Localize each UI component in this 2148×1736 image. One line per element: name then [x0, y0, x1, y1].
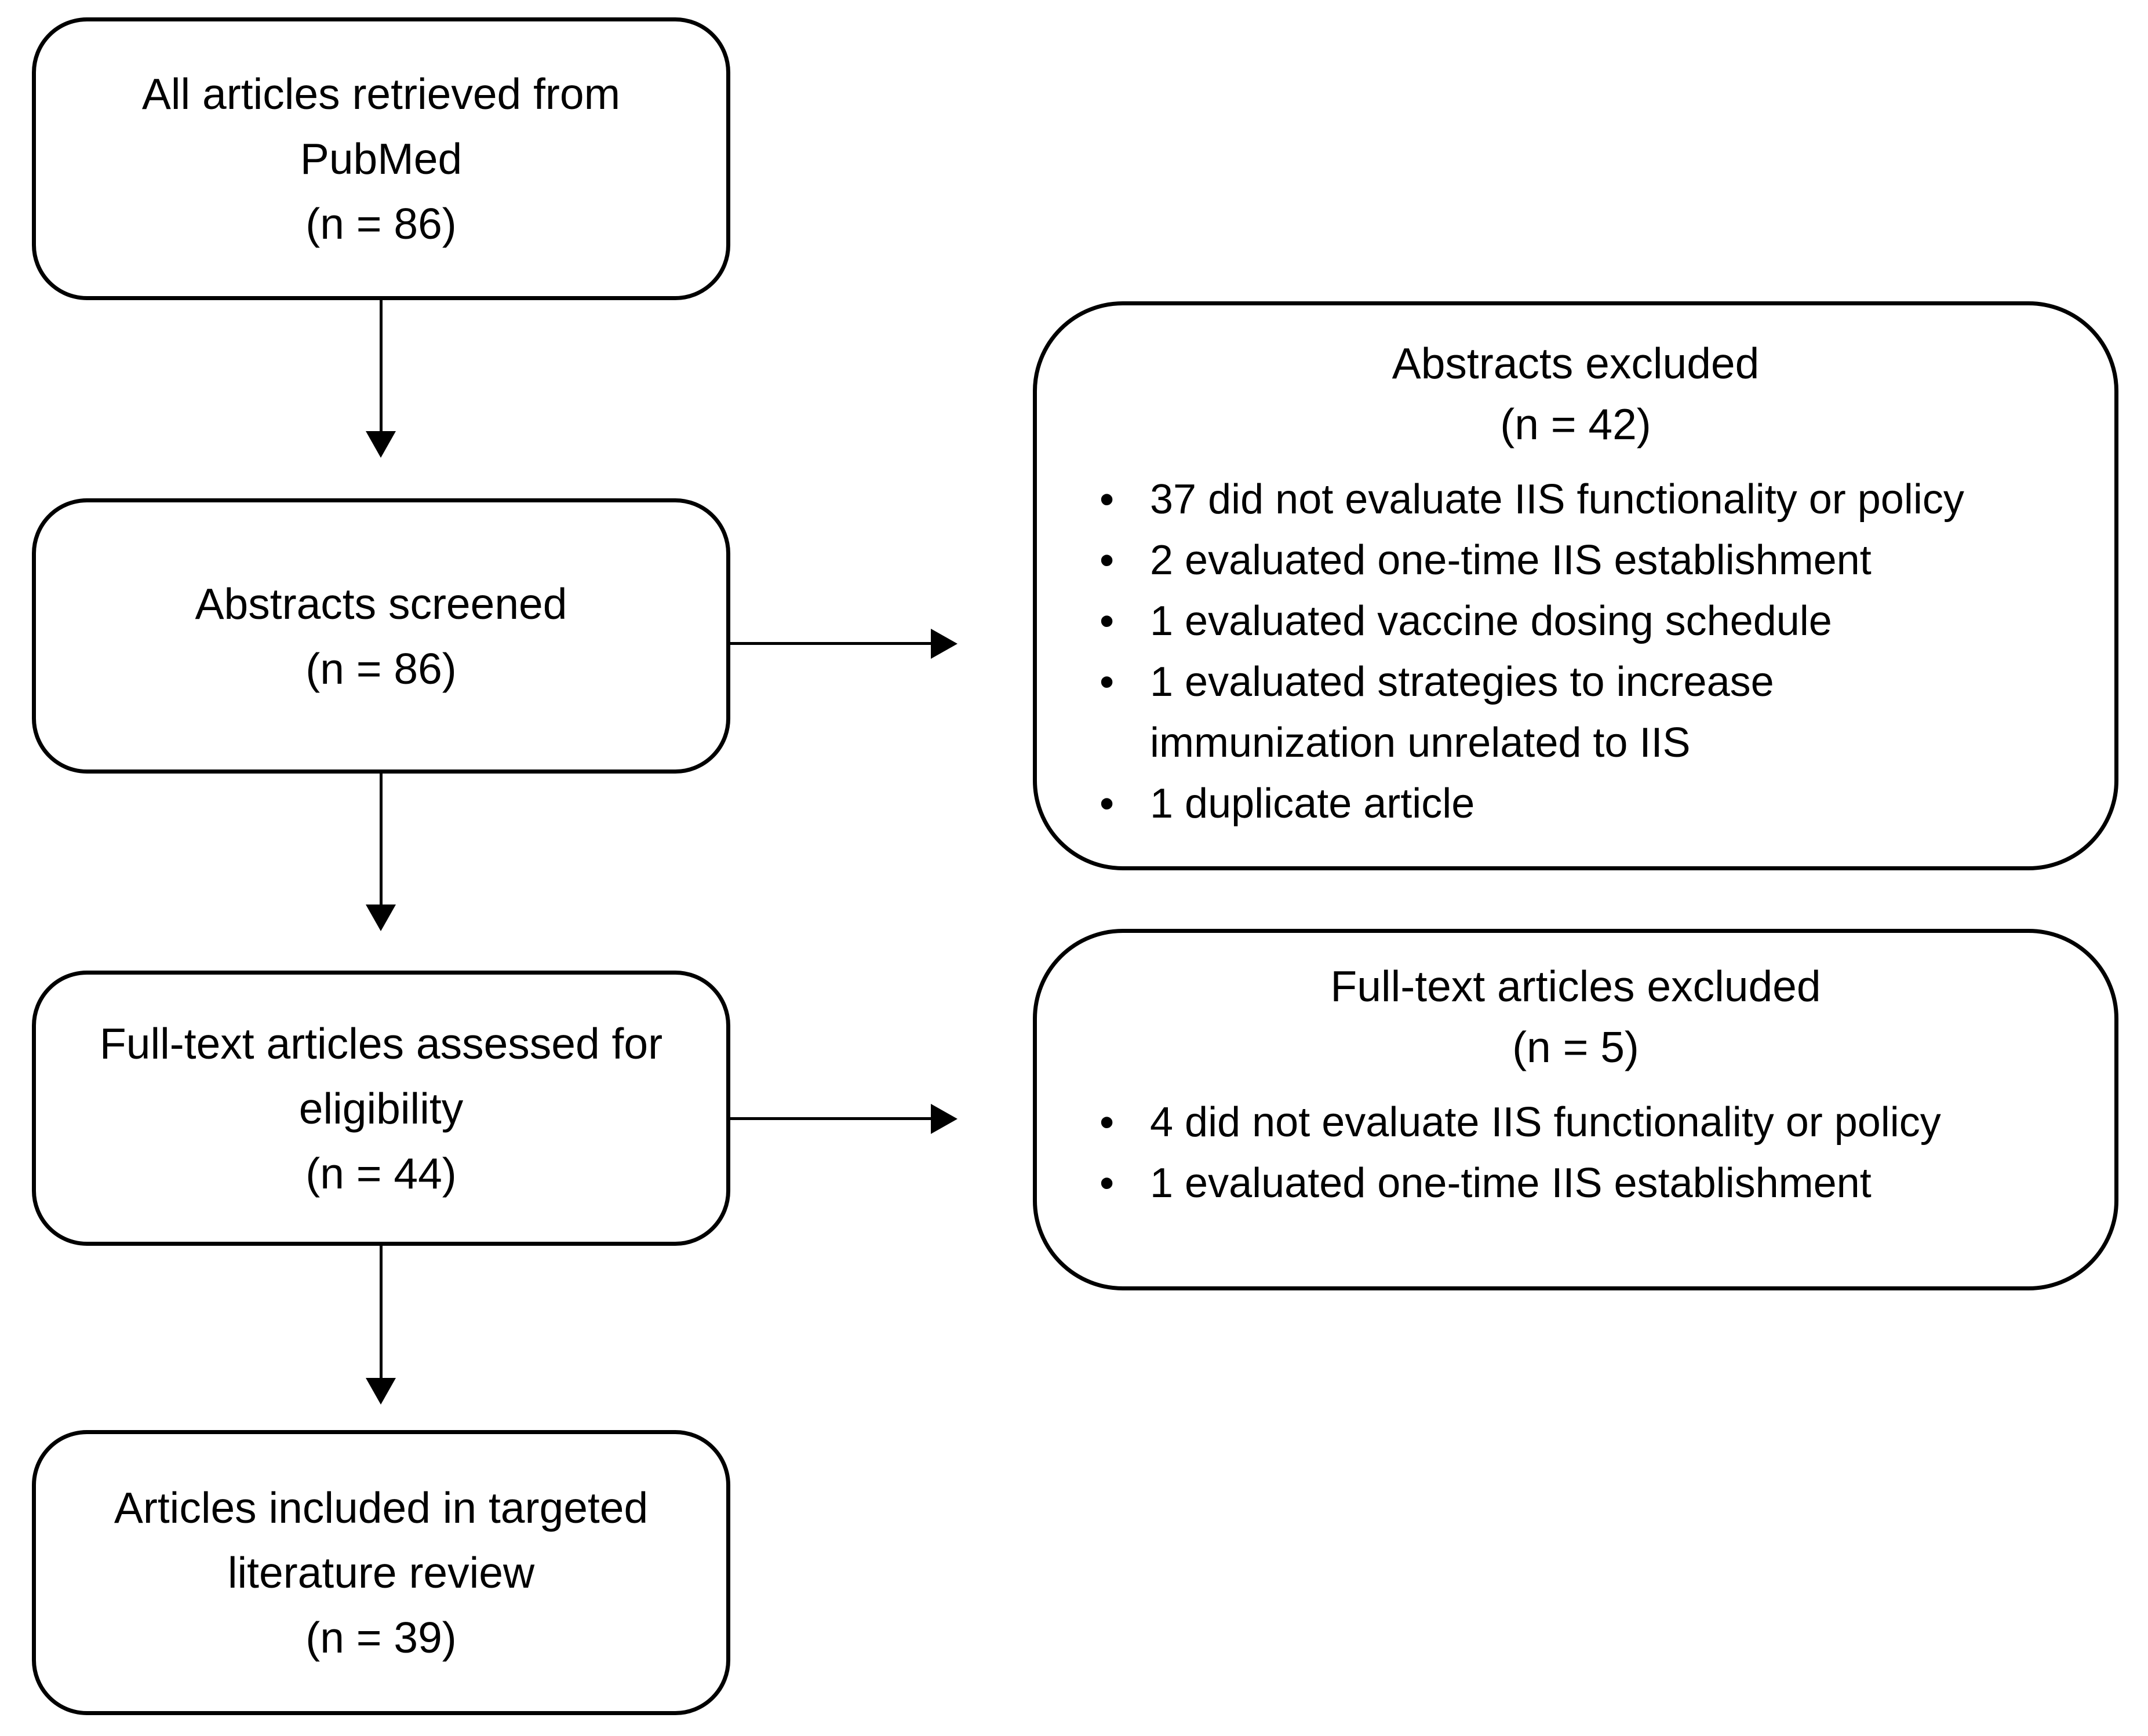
exclusion-reason-list: 37 did not evaluate IIS functionality or… — [1037, 469, 2114, 834]
bullet-text: 1 evaluated strategies to increase — [1150, 659, 1774, 705]
flow-box-count: (n = 86) — [305, 644, 457, 693]
bullet-text: 2 evaluated one-time IIS establishment — [1150, 537, 1872, 583]
exclusion-box-fulltext-excluded: Full-text articles excluded (n = 5) 4 di… — [1033, 929, 2118, 1290]
bullet-text-wrapped: immunization unrelated to IIS — [1150, 720, 1691, 766]
flow-box-text-line: literature review — [227, 1548, 535, 1597]
down-arrow-line — [380, 774, 383, 906]
flow-box-text-line: PubMed — [300, 134, 463, 183]
exclusion-box-count: (n = 5) — [1512, 1023, 1639, 1071]
exclusion-box-title: Full-text articles excluded — [1330, 962, 1821, 1011]
flow-box-abstracts-screened: Abstracts screened (n = 86) — [32, 498, 730, 774]
exclusion-box-abstracts-excluded: Abstracts excluded (n = 42) 37 did not e… — [1033, 301, 2118, 870]
right-arrow-head — [931, 629, 958, 659]
bullet-text: 1 duplicate article — [1150, 781, 1475, 827]
bullet-item: 1 evaluated one-time IIS establishment — [1037, 1153, 2114, 1214]
bullet-item: 37 did not evaluate IIS functionality or… — [1037, 469, 2114, 530]
down-arrow-head — [366, 905, 396, 931]
flow-box-text-line: Abstracts screened — [195, 579, 567, 628]
bullet-text: 1 evaluated one-time IIS establishment — [1150, 1160, 1872, 1206]
bullet-item: 1 duplicate article — [1037, 774, 2114, 834]
bullet-item: 2 evaluated one-time IIS establishment — [1037, 530, 2114, 591]
flow-box-text-line: Articles included in targeted — [114, 1483, 649, 1532]
bullet-item: 4 did not evaluate IIS functionality or … — [1037, 1092, 2114, 1153]
exclusion-reason-list: 4 did not evaluate IIS functionality or … — [1037, 1092, 2114, 1214]
flow-box-fulltext-assessed: Full-text articles assessed for eligibil… — [32, 971, 730, 1246]
flow-box-text-line: Full-text articles assessed for — [99, 1019, 663, 1068]
down-arrow-head — [366, 1378, 396, 1405]
flow-box-articles-retrieved: All articles retrieved from PubMed (n = … — [32, 17, 730, 300]
bullet-text: 1 evaluated vaccine dosing schedule — [1150, 598, 1832, 644]
bullet-item: 1 evaluated vaccine dosing schedule — [1037, 591, 2114, 652]
flow-box-text-line: eligibility — [298, 1084, 464, 1133]
flow-box-count: (n = 44) — [305, 1148, 457, 1198]
bullet-text: 4 did not evaluate IIS functionality or … — [1150, 1099, 1941, 1146]
right-arrow-line — [730, 1117, 932, 1120]
exclusion-box-title: Abstracts excluded — [1392, 339, 1760, 388]
bullet-item: 1 evaluated strategies to increase immun… — [1037, 652, 2114, 774]
down-arrow-head — [366, 431, 396, 458]
down-arrow-line — [380, 300, 383, 432]
flow-box-count: (n = 86) — [305, 199, 457, 248]
flow-box-text-line: All articles retrieved from — [141, 70, 621, 118]
flow-box-articles-included: Articles included in targeted literature… — [32, 1430, 730, 1715]
exclusion-box-count: (n = 42) — [1500, 400, 1651, 448]
right-arrow-line — [730, 642, 932, 645]
down-arrow-line — [380, 1246, 383, 1379]
right-arrow-head — [931, 1104, 958, 1134]
flow-box-count: (n = 39) — [305, 1613, 457, 1662]
bullet-text: 37 did not evaluate IIS functionality or… — [1150, 476, 1964, 523]
